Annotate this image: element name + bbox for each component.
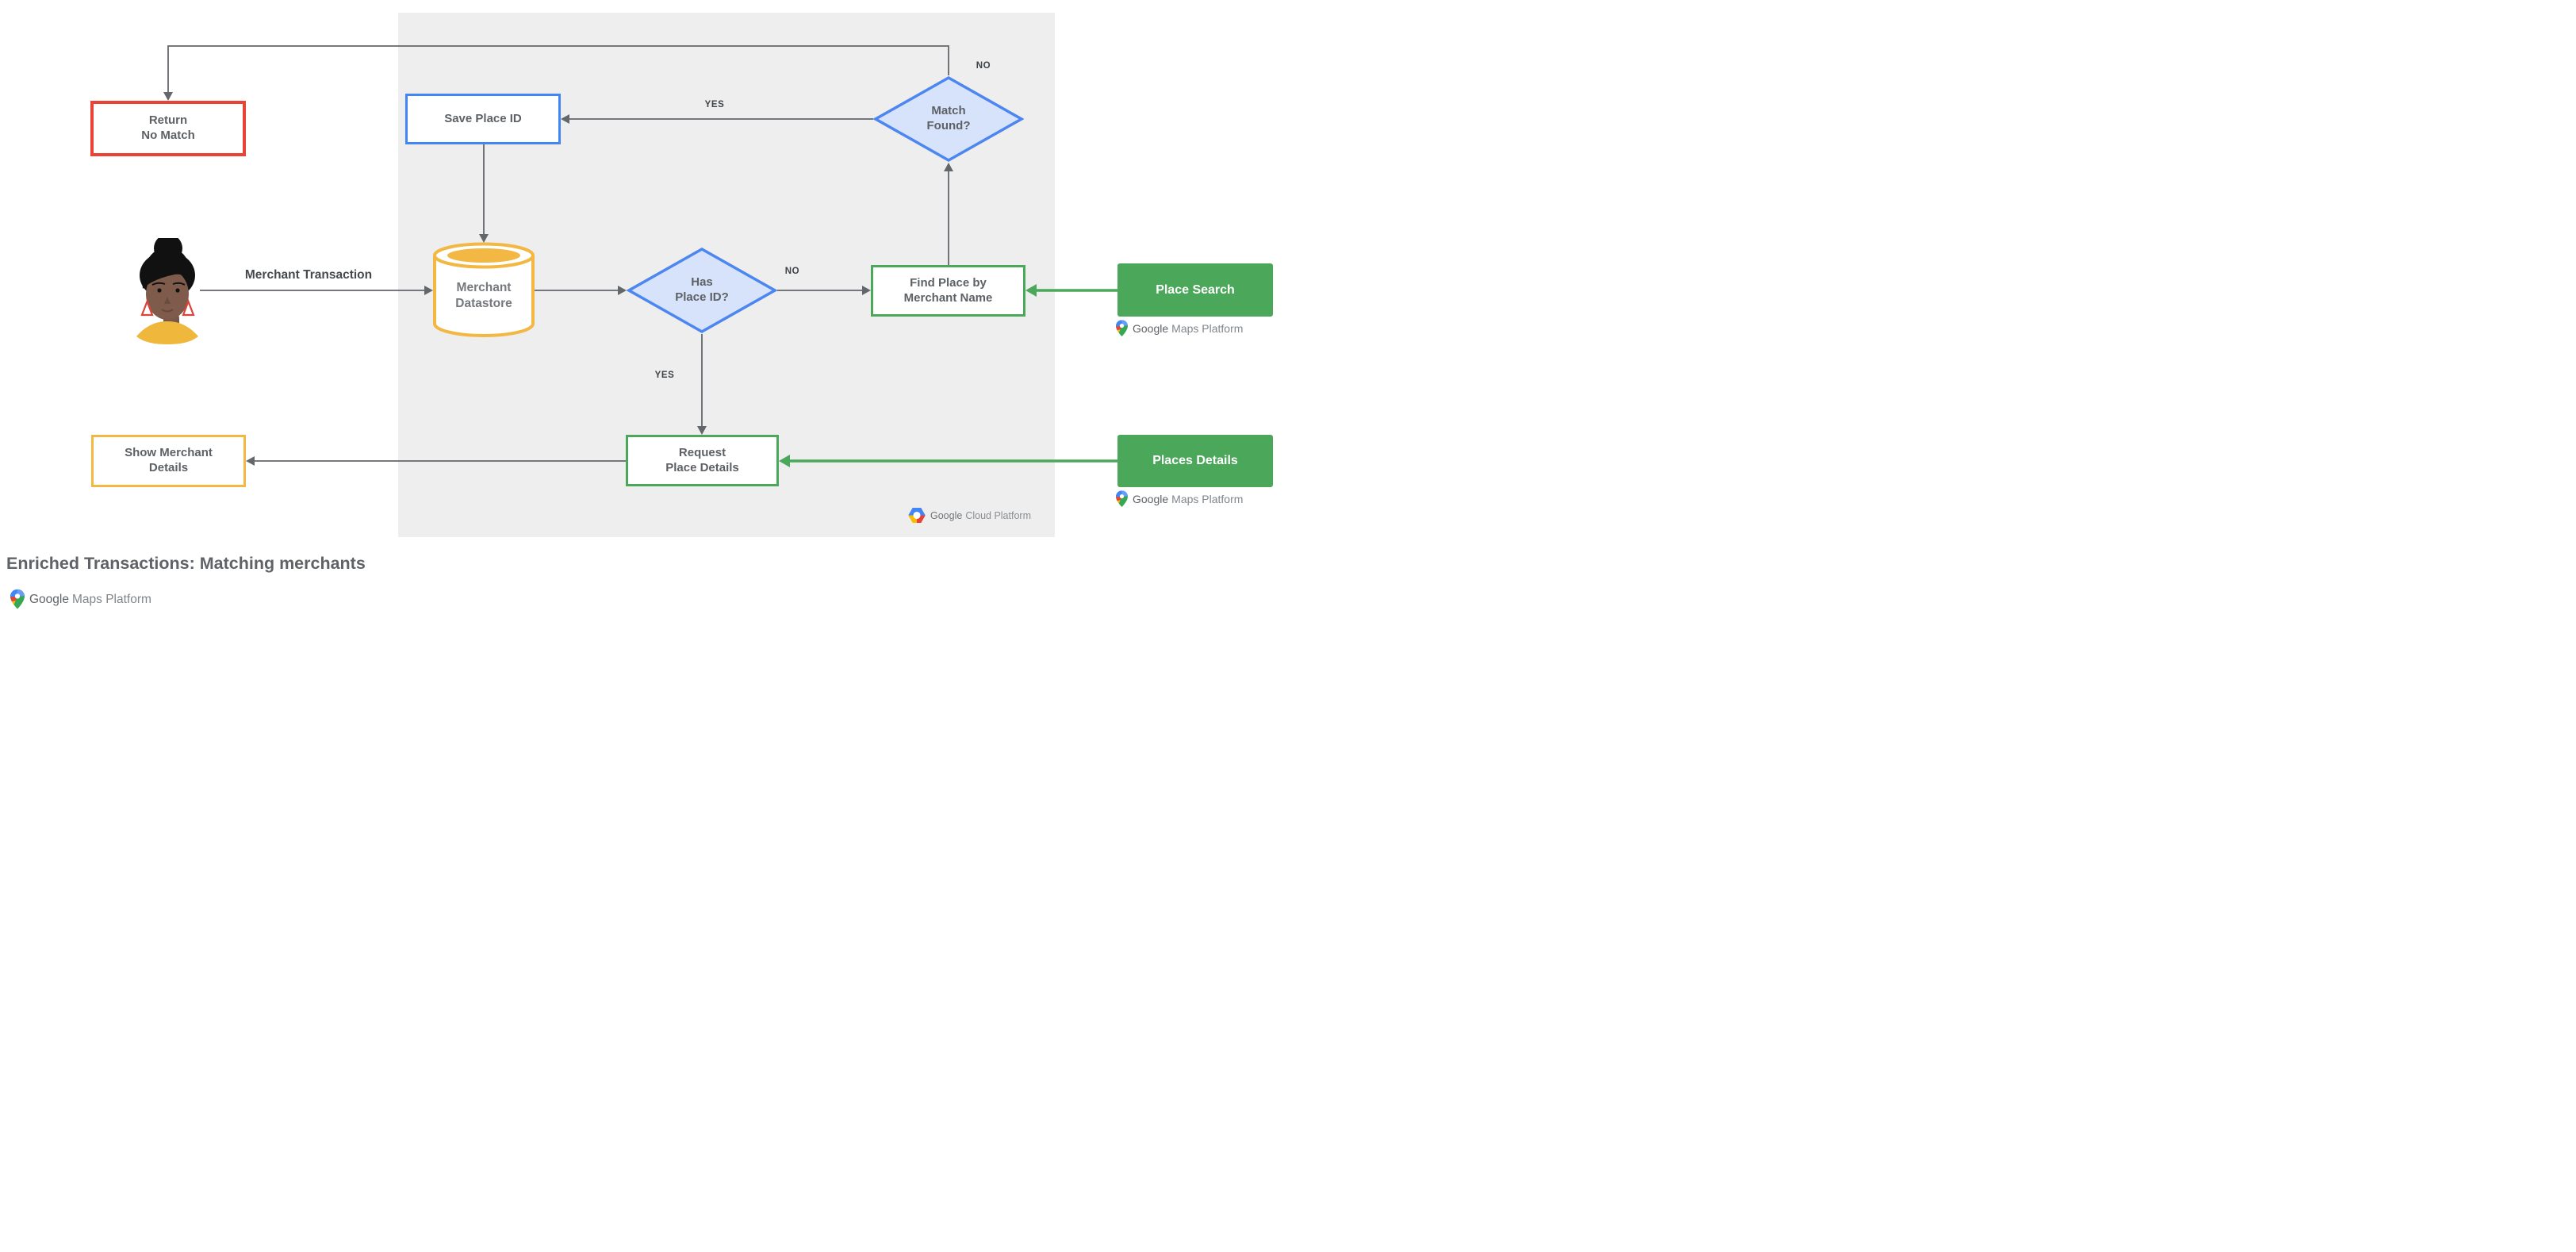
connector-lines bbox=[163, 45, 1117, 467]
node-label: Return bbox=[148, 113, 188, 128]
cloud-platform-logo: Google Cloud Platform bbox=[908, 508, 1031, 523]
avatar-nose bbox=[164, 297, 171, 304]
node-label: Save Place ID bbox=[444, 111, 522, 125]
node-places-details-api: Places Details bbox=[1117, 435, 1273, 487]
node-label: Place ID? bbox=[675, 290, 729, 304]
node-label: Places Details bbox=[1152, 454, 1238, 467]
diagram-title: Enriched Transactions: Matching merchant… bbox=[6, 554, 366, 573]
arrowhead bbox=[479, 234, 489, 243]
edge-label-no: NO bbox=[976, 61, 991, 71]
arrowhead bbox=[163, 92, 173, 101]
node-label: Found? bbox=[926, 119, 971, 132]
flow-diagram-canvas: Return No Match Save Place ID Find Place… bbox=[0, 0, 1288, 626]
avatar-brow bbox=[151, 282, 166, 286]
avatar-hair-fringe bbox=[142, 248, 192, 289]
maps-platform-logo: Google Maps Platform bbox=[1116, 320, 1243, 337]
cylinder-top-inner bbox=[447, 248, 520, 263]
logo-text-product: Cloud Platform bbox=[965, 509, 1031, 521]
maps-platform-logo-footer: Google Maps Platform bbox=[10, 589, 151, 610]
diamond-shape bbox=[627, 247, 777, 334]
google-maps-pin-icon bbox=[1116, 490, 1128, 507]
google-maps-pin-icon bbox=[1116, 320, 1128, 336]
edge-label-merchant-transaction: Merchant Transaction bbox=[244, 268, 373, 282]
diamond-shape bbox=[873, 75, 1024, 163]
arrowhead-green bbox=[1025, 284, 1037, 297]
node-label: Merchant bbox=[456, 280, 512, 294]
node-return-no-match: Return No Match bbox=[90, 101, 246, 156]
node-match-found-decision: Match Found? bbox=[873, 75, 1024, 163]
node-label: Details bbox=[148, 461, 189, 474]
node-find-place-by-merchant-name: Find Place by Merchant Name bbox=[871, 265, 1025, 317]
node-save-place-id: Save Place ID bbox=[405, 94, 561, 144]
avatar-earring bbox=[182, 298, 195, 317]
avatar-mouth bbox=[161, 309, 174, 313]
edge-label-no: NO bbox=[784, 267, 800, 276]
arrowhead-green bbox=[779, 455, 790, 467]
node-label: Place Details bbox=[665, 460, 739, 474]
avatar-eye bbox=[157, 288, 162, 293]
maps-platform-logo: Google Maps Platform bbox=[1116, 490, 1243, 508]
node-label: Show Merchant bbox=[125, 446, 213, 460]
node-has-place-id-decision: Has Place ID? bbox=[627, 247, 777, 334]
logo-text-product: Maps Platform bbox=[1171, 493, 1244, 505]
node-label: Place Search bbox=[1156, 282, 1235, 297]
cylinder-body bbox=[433, 255, 535, 337]
node-label: Merchant Name bbox=[903, 290, 993, 305]
avatar-eye bbox=[175, 288, 180, 293]
logo-text-product: Maps Platform bbox=[71, 592, 151, 606]
logo-text-google: Google bbox=[1133, 322, 1169, 335]
node-label: No Match bbox=[141, 129, 195, 142]
node-label: Find Place by bbox=[910, 275, 987, 290]
avatar-shirt bbox=[136, 321, 198, 344]
edge-label-yes: YES bbox=[654, 371, 675, 380]
arrowhead bbox=[561, 114, 569, 124]
node-label: Datastore bbox=[455, 297, 512, 310]
node-label: Match bbox=[931, 104, 966, 118]
node-show-merchant-details: Show Merchant Details bbox=[91, 435, 246, 487]
node-request-place-details: Request Place Details bbox=[626, 435, 779, 486]
logo-text-google: Google bbox=[1133, 493, 1169, 505]
edge-label-yes: YES bbox=[704, 100, 725, 109]
user-avatar bbox=[136, 238, 198, 344]
gcp-hexagon-icon bbox=[908, 508, 926, 523]
arrowhead bbox=[618, 286, 627, 295]
logo-text-google: Google bbox=[930, 509, 963, 521]
arrowhead bbox=[246, 456, 255, 466]
arrowhead bbox=[424, 286, 433, 295]
arrowhead bbox=[862, 286, 871, 295]
avatar-face bbox=[146, 269, 189, 320]
node-merchant-datastore: Merchant Datastore bbox=[431, 241, 536, 340]
avatar-earring bbox=[140, 298, 154, 317]
node-label: Request bbox=[678, 445, 726, 459]
avatar-brow bbox=[172, 282, 186, 286]
node-label: Has bbox=[691, 275, 713, 290]
node-place-search-api: Place Search bbox=[1117, 263, 1273, 317]
google-maps-pin-icon bbox=[10, 589, 25, 609]
logo-text-google: Google bbox=[29, 592, 69, 606]
logo-text-product: Maps Platform bbox=[1171, 322, 1244, 335]
arrowhead bbox=[697, 426, 707, 435]
arrowhead bbox=[944, 163, 953, 171]
edge-no-to-return bbox=[167, 45, 949, 92]
